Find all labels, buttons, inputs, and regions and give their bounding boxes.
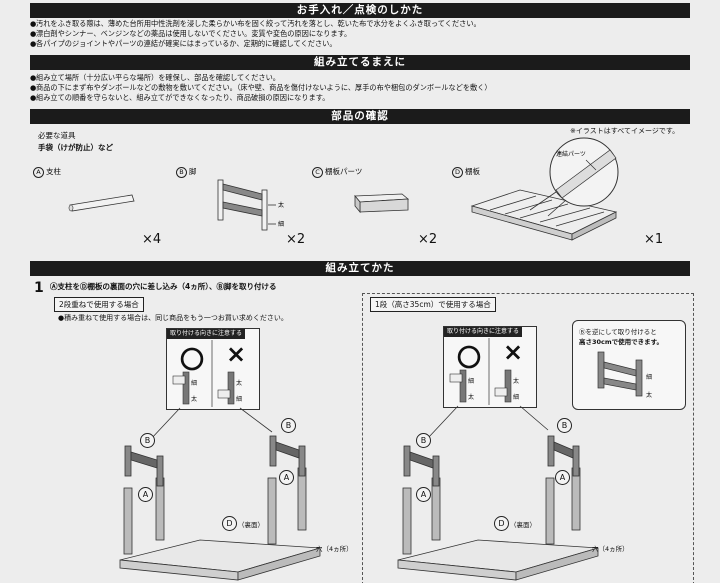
left-ok-thin: 細 — [191, 380, 198, 387]
right-ng-thin: 細 — [513, 394, 520, 401]
right-back-label: （裏面） — [510, 521, 536, 529]
section-care-header: お手入れ／点検のしかた — [30, 3, 690, 18]
right-ok-mark: 〇 — [457, 344, 481, 372]
right-badge-d: D — [494, 516, 509, 531]
tools-item: 手袋（けが防止）など — [38, 143, 113, 152]
part-b-thin-label: 細 — [278, 220, 284, 228]
before-line-2: ●商品の下にまず布やダンボールなどの敷物を敷いてください。（床や壁、商品を傷付け… — [30, 83, 492, 92]
part-c-shelf-illustration — [354, 193, 410, 214]
step-number: 1 — [34, 280, 44, 296]
left-ng-mark: × — [226, 340, 247, 368]
reverse-note-line-1: Ⓑを逆にして取り付けると — [579, 328, 657, 336]
care-line-3: ●各パイプのジョイントやパーツの連結が確実にはまっているか、定期的に確認してくだ… — [30, 39, 337, 48]
right-badge-b2: B — [557, 418, 572, 433]
right-ng-thick: 太 — [513, 378, 520, 385]
left-badge-b1: B — [140, 433, 155, 448]
care-line-2: ●漂白剤やシンナー、ベンジンなどの薬品は使用しないでください。変質や変色の原因に… — [30, 29, 352, 38]
right-ng-mark: × — [503, 338, 524, 366]
left-ok-thick: 太 — [191, 396, 198, 403]
section-before-header: 組み立てるまえに — [30, 55, 690, 70]
part-c-qty: ×2 — [418, 232, 438, 247]
left-holes-label: 穴（4ヵ所） — [316, 545, 353, 553]
part-b-qty: ×2 — [286, 232, 306, 247]
part-d-board-illustration — [470, 189, 618, 241]
right-callout-head: 取り付ける向きに注意する — [444, 327, 523, 337]
reverse-note-line-2: 高さ30cmで使用できます。 — [579, 338, 664, 346]
tools-heading: 必要な道具 — [38, 131, 76, 140]
parts-image-note: ※イラストはすべてイメージです。 — [570, 127, 680, 135]
right-badge-a2: A — [555, 470, 570, 485]
before-line-1: ●組み立て場所（十分広い平らな場所）を確保し、部品を確認してください。 — [30, 73, 280, 82]
left-callout-head: 取り付ける向きに注意する — [167, 329, 246, 339]
left-ng-thin: 細 — [236, 396, 243, 403]
left-ng-thick: 太 — [236, 380, 243, 387]
care-line-1: ●汚れをふき取る際は、薄めた台所用中性洗剤を浸した柔らかい布を固く絞って汚れを落… — [30, 19, 481, 28]
one-tier-frame — [362, 293, 694, 583]
step-instruction: Ⓐ支柱をⒹ棚板の裏面の穴に差し込み（4ヵ所）、Ⓑ脚を取り付ける — [50, 282, 277, 291]
right-badge-b1: B — [416, 433, 431, 448]
one-tier-tag: 1段（高さ35cm）で使用する場合 — [370, 297, 496, 312]
section-parts-header: 部品の確認 — [30, 109, 690, 124]
part-b-thick-label: 太 — [278, 201, 284, 209]
joint-label: 連結パーツ — [556, 150, 586, 158]
right-badge-a1: A — [416, 487, 431, 502]
reverse-thin: 細 — [646, 374, 653, 381]
right-ok-thin: 細 — [468, 378, 475, 385]
part-d-qty: ×1 — [644, 232, 664, 247]
before-line-3: ●組み立ての順番を守らないと、組み立てができなくなったり、商品破損の原因になりま… — [30, 93, 330, 102]
left-badge-a1: A — [138, 487, 153, 502]
section-assembly-header: 組み立てかた — [30, 261, 690, 276]
right-holes-label: 穴（4ヵ所） — [592, 545, 629, 553]
left-orientation-callout — [166, 328, 260, 410]
part-a-qty: ×4 — [142, 232, 162, 247]
left-back-label: （裏面） — [238, 521, 264, 529]
part-b-leg-illustration — [217, 179, 276, 231]
right-orientation-callout — [443, 326, 537, 408]
left-badge-a2: A — [279, 470, 294, 485]
right-ok-thick: 太 — [468, 394, 475, 401]
two-tier-tag: 2段重ねで使用する場合 — [54, 297, 144, 312]
left-badge-d: D — [222, 516, 237, 531]
part-a-pole-illustration — [68, 194, 135, 212]
two-tier-note: ●積み重ねて使用する場合は、同じ商品をもう一つお買い求めください。 — [58, 314, 288, 322]
left-assembly-drawing — [119, 435, 321, 581]
reverse-note-box — [572, 320, 686, 410]
left-ok-mark: 〇 — [180, 346, 204, 374]
reverse-thick: 太 — [646, 392, 653, 399]
left-badge-b2: B — [281, 418, 296, 433]
right-assembly-drawing — [397, 435, 599, 581]
